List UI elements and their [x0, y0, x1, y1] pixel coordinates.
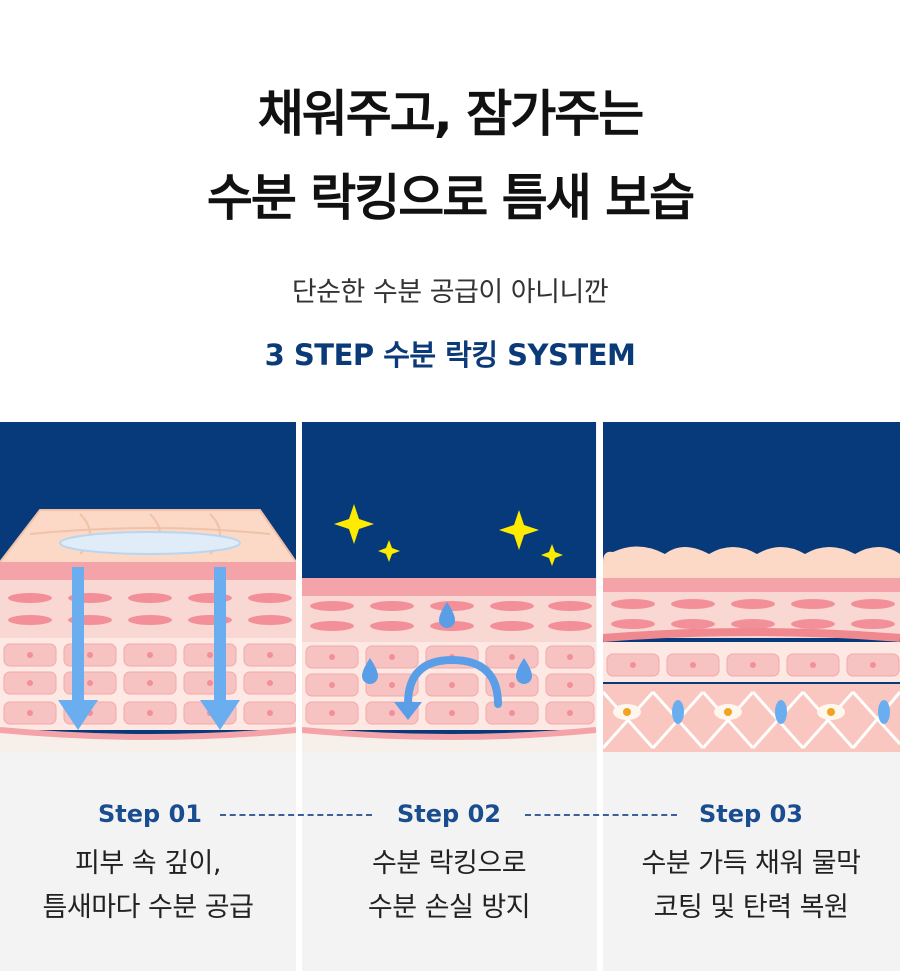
step-03-line-2: 코팅 및 탄력 복원 [653, 892, 849, 923]
title-line-2: 수분 락킹으로 틈새 보습 [206, 169, 695, 227]
step-02-description: 수분 락킹으로 수분 손실 방지 [302, 842, 596, 930]
skin-layer-water-film-icon [0, 422, 296, 752]
step-01-label: Step 01 [98, 800, 202, 828]
system-label: 3 STEP 수분 락킹 SYSTEM [264, 338, 636, 372]
plump-skin-lattice-icon [603, 422, 900, 752]
panel-divider [296, 422, 302, 971]
step-02-line-1: 수분 락킹으로 [371, 848, 527, 879]
panel-divider [597, 422, 603, 971]
steps-section: Step 01 Step 02 Step 03 피부 속 깊이, 틈새마다 수분… [0, 422, 900, 971]
step-03-illustration [603, 422, 900, 752]
step-connector-dashes [220, 814, 372, 816]
subtitle: 단순한 수분 공급이 아니니깐 [291, 277, 609, 308]
step-01-description: 피부 속 깊이, 틈새마다 수분 공급 [0, 842, 296, 930]
step-03-label: Step 03 [699, 800, 803, 828]
sparkle-water-drop-icon [302, 422, 596, 752]
step-03-description: 수분 가득 채워 물막 코팅 및 탄력 복원 [603, 842, 899, 930]
step-connector-dashes [525, 814, 677, 816]
step-02-illustration [302, 422, 596, 752]
step-03-line-1: 수분 가득 채워 물막 [641, 848, 861, 879]
step-01-line-2: 틈새마다 수분 공급 [42, 892, 254, 923]
title-line-1: 채워주고, 잠가주는 [257, 85, 644, 143]
step-02-line-2: 수분 손실 방지 [367, 892, 531, 923]
step-02-label: Step 02 [397, 800, 501, 828]
step-01-illustration [0, 422, 296, 752]
step-01-line-1: 피부 속 깊이, [75, 848, 221, 879]
